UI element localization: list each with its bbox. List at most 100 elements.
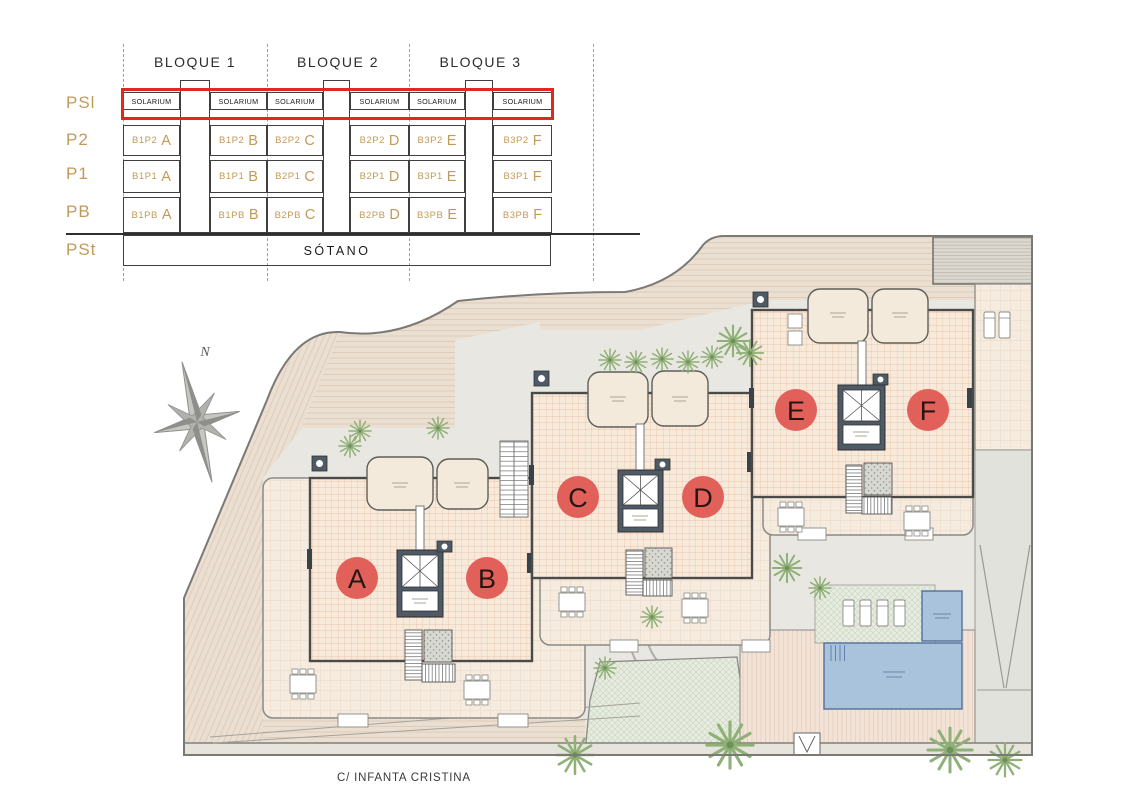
unit-marker-f[interactable]: F: [907, 389, 949, 431]
lift-pit: [863, 462, 893, 496]
sunbathing-lawn: [814, 584, 936, 644]
unit-marker-f-circle[interactable]: [907, 389, 949, 431]
stair-run: [861, 496, 893, 515]
sun-lounger-icon: [842, 599, 855, 627]
unit-marker-a-circle[interactable]: [336, 557, 378, 599]
solarium-cell-e[interactable]: SOLARIUM: [409, 92, 465, 110]
stair-run: [642, 579, 673, 597]
solarium-cell-c[interactable]: SOLARIUM: [267, 92, 323, 110]
availability-matrix: BLOQUE 1 BLOQUE 2 BLOQUE 3 PSl P2 P1 PB …: [0, 0, 700, 300]
terrace-stub: [797, 527, 827, 541]
unit-marker-b-letter: B: [478, 564, 496, 594]
basement-cell[interactable]: SÓTANO: [123, 235, 551, 266]
lift-pit: [423, 629, 453, 663]
unit-marker-f-letter: F: [920, 396, 937, 426]
sun-lounger-icon: [893, 599, 906, 627]
connector: [635, 423, 645, 471]
pool-steps: [830, 645, 845, 661]
door-marker: [529, 465, 534, 485]
exterior-stair: [499, 440, 529, 518]
unit-marker-c[interactable]: C: [557, 476, 599, 518]
unit-marker-d[interactable]: D: [682, 476, 724, 518]
door-marker: [527, 553, 532, 573]
door-marker: [967, 388, 972, 408]
ramp-symbol-v: [798, 735, 816, 754]
connector: [857, 340, 867, 386]
utility-unit-dot: [538, 375, 545, 382]
unit-marker-b-circle[interactable]: [466, 557, 508, 599]
core-label-marks: [412, 598, 428, 604]
swimming-pool: [823, 642, 963, 710]
stair-run: [404, 629, 423, 681]
unit-marker-c-circle[interactable]: [557, 476, 599, 518]
terrace-band-right: [974, 283, 1033, 451]
row-label-p1: P1: [66, 164, 89, 183]
block-2-header: BLOQUE 2: [296, 54, 380, 70]
garden-and-pool: [584, 584, 976, 754]
shaft-block-3: [465, 80, 493, 233]
block-divider: [593, 44, 594, 281]
solarium-cell-b[interactable]: SOLARIUM: [210, 92, 267, 110]
compass-north-label: N: [199, 345, 210, 360]
driveway-ramp: [974, 449, 1032, 755]
building-3-annex-right: [871, 288, 929, 344]
unit-marker-e-letter: E: [787, 396, 805, 426]
core-attachment-dot: [659, 461, 666, 468]
ground-line: [66, 233, 640, 235]
annex-label-marks: [830, 312, 908, 318]
dining-table-icon: [289, 668, 317, 700]
row-label-pb: PB: [66, 202, 91, 221]
annex-label-marks: [392, 482, 470, 488]
unit-marker-e[interactable]: E: [775, 389, 817, 431]
stair-run: [625, 549, 644, 596]
unit-marker-e-circle[interactable]: [775, 389, 817, 431]
solarium-cell-d[interactable]: SOLARIUM: [350, 92, 409, 110]
driveway-strip: [975, 450, 1032, 755]
core-attachment-dot: [877, 376, 884, 383]
sidewalk: [184, 743, 1032, 755]
block-3-header: BLOQUE 3: [439, 54, 522, 70]
lift-box: [401, 590, 439, 612]
street-label: C/ INFANTA CRISTINA: [337, 772, 471, 784]
door-marker: [749, 388, 754, 408]
walkway-area: [263, 322, 540, 478]
building-3: [749, 288, 975, 541]
pool-label-marks: [933, 613, 951, 619]
unit-marker-d-letter: D: [693, 483, 713, 513]
compass-rose: [154, 361, 240, 483]
storage-box: [787, 313, 803, 329]
paving-left-band: [184, 331, 340, 755]
plot-boundary: [183, 235, 1033, 756]
building-3-annex-left: [807, 288, 869, 344]
kids-pool: [921, 590, 963, 642]
stair-run: [845, 464, 863, 514]
unit-marker-d-circle[interactable]: [682, 476, 724, 518]
terrace-stub: [741, 639, 771, 653]
walkway-area: [540, 302, 757, 392]
unit-marker-b[interactable]: B: [466, 557, 508, 599]
stair-symbol: [842, 389, 881, 422]
stair-symbol: [622, 474, 659, 506]
lift-pit: [644, 547, 673, 579]
stair-symbol: [401, 554, 439, 588]
unit-marker-a[interactable]: A: [336, 557, 378, 599]
